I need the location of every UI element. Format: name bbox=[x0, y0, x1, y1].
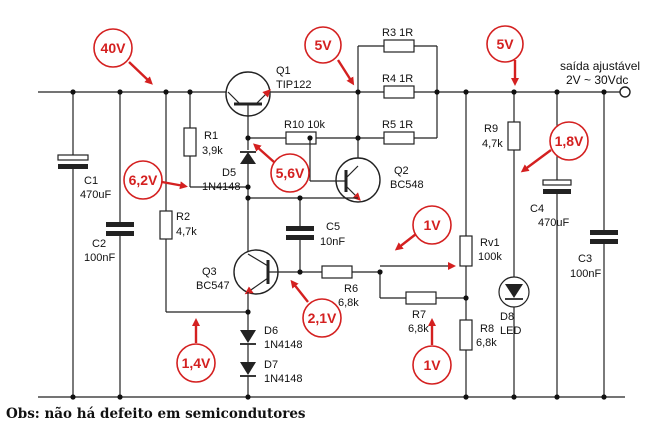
r9-value: 4,7k bbox=[482, 138, 503, 150]
d8-name: D8 bbox=[500, 311, 514, 323]
r9-name: R9 bbox=[484, 123, 498, 135]
c4-value: 470uF bbox=[538, 217, 569, 229]
badge-1-8v: 1,8V bbox=[520, 121, 589, 173]
badge-2-1v: 2,1V bbox=[290, 279, 342, 338]
q2-transistor bbox=[248, 138, 381, 203]
r10-resistor bbox=[248, 131, 358, 145]
r4-label: R4 1R bbox=[382, 73, 413, 85]
badge-40v-text: 40V bbox=[101, 40, 127, 56]
badge-1v-top: 1V bbox=[394, 205, 452, 251]
d8-part: LED bbox=[500, 325, 521, 337]
badge-5v-right-text: 5V bbox=[496, 36, 514, 52]
junction-dots bbox=[70, 89, 607, 400]
q3-name: Q3 bbox=[202, 266, 217, 278]
c3-capacitor bbox=[590, 92, 618, 397]
r7-name: R7 bbox=[412, 309, 426, 321]
r7-value: 6,8k bbox=[408, 323, 429, 335]
c1-value: 470uF bbox=[80, 189, 111, 201]
r6-resistor bbox=[300, 265, 381, 298]
q3-transistor bbox=[233, 249, 300, 330]
c5-name: C5 bbox=[326, 221, 340, 233]
c2-value: 100nF bbox=[84, 252, 115, 264]
badge-1v-bottom: 1V bbox=[412, 318, 452, 385]
d5-part: 1N4148 bbox=[202, 181, 241, 193]
q1-part: TIP122 bbox=[276, 79, 311, 91]
q1-transistor bbox=[225, 71, 271, 117]
d7-diode bbox=[240, 362, 256, 397]
badge-2-1v-text: 2,1V bbox=[308, 310, 337, 326]
d6-diode bbox=[240, 330, 256, 362]
badge-1v-top-text: 1V bbox=[423, 217, 441, 233]
rv1-name: Rv1 bbox=[480, 237, 500, 249]
q3-part: BC547 bbox=[196, 280, 230, 292]
r3-resistor bbox=[358, 39, 437, 53]
d5-name: D5 bbox=[222, 167, 236, 179]
d6-name: D6 bbox=[264, 325, 278, 337]
r6-name: R6 bbox=[344, 283, 358, 295]
r9-resistor bbox=[507, 92, 521, 282]
output-label-line1: saída ajustável bbox=[560, 59, 640, 73]
c3-name: C3 bbox=[578, 253, 592, 265]
badge-5-6v-text: 5,6V bbox=[276, 165, 305, 181]
badge-6-2v: 6,2V bbox=[123, 160, 188, 200]
badge-6-2v-text: 6,2V bbox=[129, 172, 158, 188]
c4-name: C4 bbox=[530, 203, 544, 215]
d7-part: 1N4148 bbox=[264, 373, 303, 385]
r2-resistor bbox=[159, 92, 248, 313]
output-label-line2: 2V ~ 30Vdc bbox=[566, 73, 628, 87]
q2-name: Q2 bbox=[394, 165, 409, 177]
r5-label: R5 1R bbox=[382, 119, 413, 131]
c3-value: 100nF bbox=[570, 268, 601, 280]
badge-5-6v: 5,6V bbox=[253, 143, 310, 193]
footer-note: Obs: não há defeito em semicondutores bbox=[6, 406, 306, 422]
c5-value: 10nF bbox=[320, 236, 345, 248]
d7-name: D7 bbox=[264, 359, 278, 371]
q2-part: BC548 bbox=[390, 179, 424, 191]
badge-40v: 40V bbox=[93, 28, 153, 85]
d8-led bbox=[498, 276, 530, 397]
r7-resistor bbox=[380, 291, 466, 305]
r1-resistor bbox=[183, 92, 248, 188]
r2-name: R2 bbox=[176, 211, 190, 223]
badge-1-8v-text: 1,8V bbox=[555, 133, 584, 149]
d5-diode bbox=[240, 116, 256, 254]
output-terminal bbox=[619, 86, 631, 98]
d6-part: 1N4148 bbox=[264, 339, 303, 351]
c2-capacitor bbox=[106, 92, 134, 397]
badge-1-4v: 1,4V bbox=[176, 318, 216, 383]
c5-capacitor bbox=[286, 198, 314, 272]
rv1-potentiometer bbox=[459, 92, 473, 320]
top-rail bbox=[38, 86, 631, 98]
r10-label: R10 10k bbox=[284, 119, 325, 131]
r1-value: 3,9k bbox=[202, 145, 223, 157]
r5-resistor bbox=[358, 131, 437, 145]
r2-value: 4,7k bbox=[176, 226, 197, 238]
badge-1v-bottom-text: 1V bbox=[423, 357, 441, 373]
badge-5v-left-text: 5V bbox=[314, 37, 332, 53]
r3-label: R3 1R bbox=[382, 27, 413, 39]
q1-name: Q1 bbox=[276, 65, 291, 77]
c1-name: C1 bbox=[84, 175, 98, 187]
r1-name: R1 bbox=[204, 130, 218, 142]
r4-resistor bbox=[358, 85, 437, 99]
badge-1-4v-text: 1,4V bbox=[182, 355, 211, 371]
c1-capacitor bbox=[57, 92, 89, 397]
r8-resistor bbox=[459, 319, 473, 397]
r8-value: 6,8k bbox=[476, 337, 497, 349]
r8-name: R8 bbox=[480, 323, 494, 335]
badge-5v-left: 5V bbox=[304, 26, 355, 86]
c2-name: C2 bbox=[92, 238, 106, 250]
rv1-value: 100k bbox=[478, 251, 502, 263]
badge-5v-right: 5V bbox=[486, 25, 524, 86]
r6-value: 6,8k bbox=[338, 297, 359, 309]
